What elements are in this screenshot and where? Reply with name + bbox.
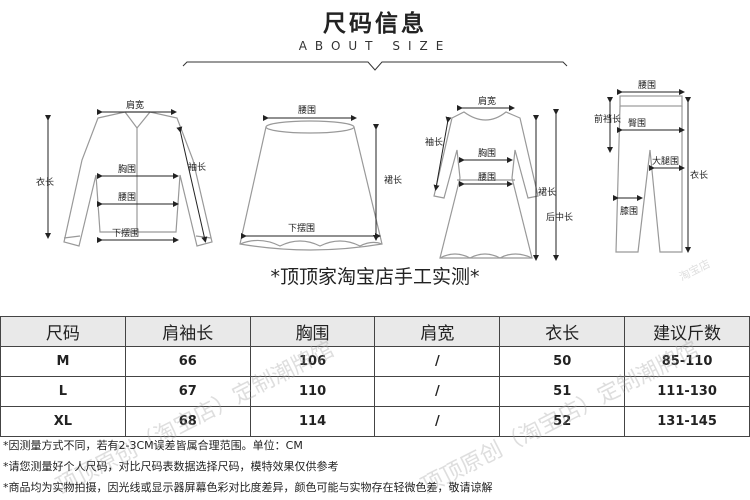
skirt-diagram <box>239 120 383 251</box>
page-title: 尺码信息 <box>323 10 427 37</box>
shirt-length-label: 衣长 <box>36 176 54 188</box>
skirt-waist-label: 腰围 <box>298 105 316 116</box>
cell-weight: 111-130 <box>624 376 750 407</box>
table-row: XL 68 114 / 52 131-145 <box>0 406 750 437</box>
table-header-row: 尺码 肩袖长 胸围 肩宽 衣长 建议斤数 <box>0 316 750 347</box>
cell-size: L <box>0 376 126 407</box>
cell-weight: 85-110 <box>624 346 750 377</box>
note-line: *商品均为实物拍摄，因光线或显示器屏幕色彩对比度差异，颜色可能与实物存在轻微色差… <box>3 481 493 494</box>
shirt-chest-label: 胸围 <box>118 163 136 175</box>
cell-length: 50 <box>499 346 626 377</box>
cell-chest: 106 <box>249 346 376 377</box>
cell-chest: 110 <box>249 376 376 407</box>
skirt-hem-label: 下摆围 <box>288 222 315 234</box>
shirt-diagram <box>63 111 213 247</box>
cell-shoulder: / <box>374 346 501 377</box>
pants-waist-label: 腰围 <box>638 80 656 91</box>
cell-length: 52 <box>499 406 626 437</box>
cell-size: XL <box>0 406 126 437</box>
header-weight: 建议斤数 <box>624 316 750 347</box>
pants-knee-label: 膝围 <box>620 205 638 217</box>
table-row: M 66 106 / 50 85-110 <box>0 346 750 377</box>
header-bracket <box>182 61 568 71</box>
header-length: 衣长 <box>499 316 626 347</box>
cell-shoulder: / <box>374 376 501 407</box>
cell-length: 51 <box>499 376 626 407</box>
table-row: L 67 110 / 51 111-130 <box>0 376 750 407</box>
dress-waist-label: 腰围 <box>478 172 496 183</box>
note-line: *请您测量好个人尺码，对比尺码表数据选择尺码，模特效果仅供参考 <box>3 460 339 473</box>
dress-sleeve-label: 袖长 <box>425 136 443 148</box>
header-size: 尺码 <box>0 316 126 347</box>
pants-hip-label: 臀围 <box>628 118 646 129</box>
skirt-length-label: 裙长 <box>384 174 402 186</box>
shirt-hem-label: 下摆围 <box>112 227 139 239</box>
measure-note: *顶顶家淘宝店手工实测* <box>270 266 480 288</box>
cell-size: M <box>0 346 126 377</box>
shirt-shoulder-label: 肩宽 <box>126 99 144 111</box>
pants-diagram <box>615 95 683 253</box>
header-chest: 胸围 <box>249 316 376 347</box>
notes-block: *因测量方式不同，若有2-3CM误差皆属合理范围。单位：CM *请您测量好个人尺… <box>3 435 493 498</box>
header-shoulder: 肩宽 <box>374 316 501 347</box>
dress-shoulder-label: 肩宽 <box>478 95 496 107</box>
size-table: 尺码 肩袖长 胸围 肩宽 衣长 建议斤数 M 66 106 / 50 85-11… <box>0 316 750 437</box>
garment-diagrams: 肩宽 衣长 袖长 胸围 腰围 下摆围 腰围 裙长 下摆围 肩宽 袖长 胸围 腰围… <box>36 80 708 261</box>
cell-weight: 131-145 <box>624 406 750 437</box>
note-line: *因测量方式不同，若有2-3CM误差皆属合理范围。单位：CM <box>3 439 303 452</box>
cell-shoulder-sleeve: 68 <box>124 406 251 437</box>
pants-front-rise-label: 前裆长 <box>594 113 621 125</box>
dress-chest-label: 胸围 <box>478 147 496 159</box>
dress-diagram <box>433 111 539 259</box>
shirt-sleeve-label: 袖长 <box>188 161 206 173</box>
dress-length-label: 裙长 <box>538 186 556 198</box>
pants-thigh-label: 大腿围 <box>652 155 679 167</box>
dress-back-length-label: 后中长 <box>546 211 573 223</box>
cell-shoulder-sleeve: 67 <box>124 376 251 407</box>
page-subtitle: ABOUT SIZE <box>298 39 452 53</box>
cell-chest: 114 <box>249 406 376 437</box>
header-shoulder-sleeve: 肩袖长 <box>124 316 251 347</box>
cell-shoulder: / <box>374 406 501 437</box>
cell-shoulder-sleeve: 66 <box>124 346 251 377</box>
pants-length-label: 衣长 <box>690 169 708 181</box>
shirt-waist-label: 腰围 <box>118 192 136 203</box>
